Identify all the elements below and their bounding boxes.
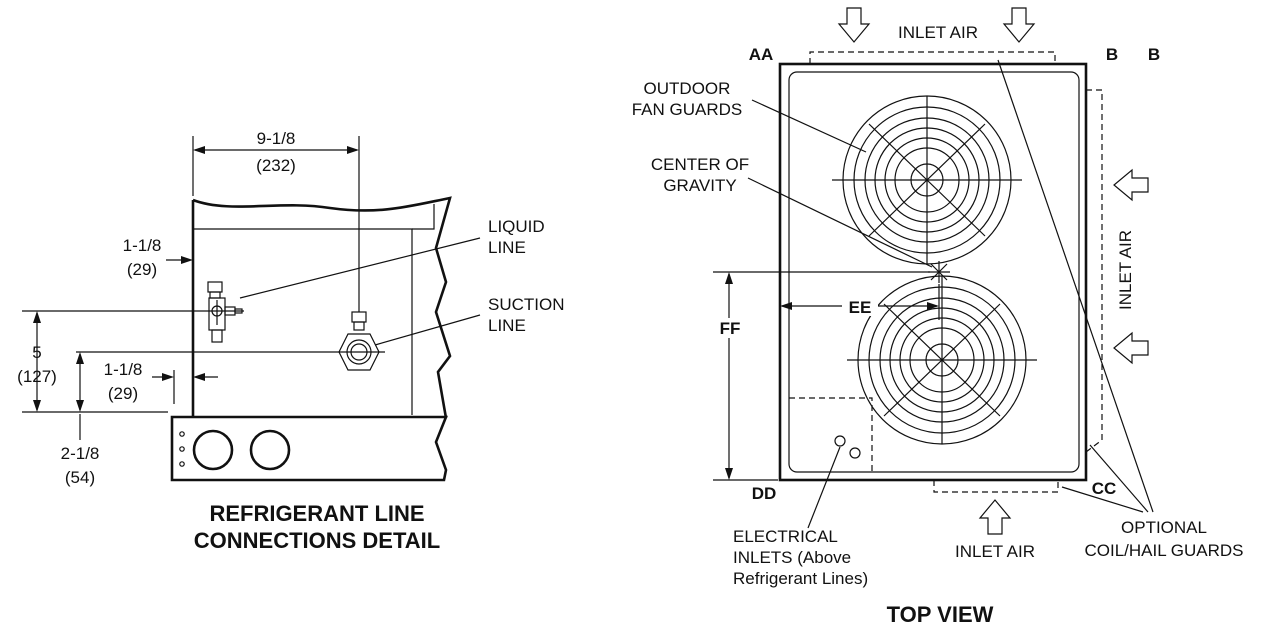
elec-label-2: INLETS (Above [733,548,851,567]
arrow-up-icon [978,499,1012,535]
arrow-down-icon [837,7,871,43]
electrical-inlets-callout: ELECTRICAL INLETS (Above Refrigerant Lin… [733,446,868,588]
suction-line-label-1: SUCTION [488,295,565,314]
elec-label-3: Refrigerant Lines) [733,569,868,588]
cog-label-2: GRAVITY [663,176,736,195]
dim-left-offset-mm: (29) [127,260,157,279]
top-view-title: TOP VIEW [887,602,994,627]
dim-lower-offset-mm: (29) [108,384,138,403]
liquid-line-label-1: LIQUID [488,217,545,236]
fan-guard-upper [832,95,1022,265]
cabinet-outline [170,196,452,482]
dim-height-value: 5 [32,343,41,362]
guards-label-2: COIL/HAIL GUARDS [1084,541,1243,560]
corner-aa-label: AA [749,45,774,64]
base-hole-2 [249,429,291,471]
dim-top-value: 9-1/8 [257,129,296,148]
dimension-lower-offset: 1-1/8 (29) [76,351,325,404]
top-view: FF EE INLET AIR INLET AIR INLET AIR [632,7,1244,627]
corner-b2-label: B [1148,45,1160,64]
center-of-gravity-callout: CENTER OF GRAVITY [651,155,933,268]
liquid-line-callout: LIQUID LINE [239,217,545,299]
dimension-height: 5 (127) [17,310,196,413]
detail-title-line-2: CONNECTIONS DETAIL [194,528,440,553]
guards-label-1: OPTIONAL [1121,518,1207,537]
dim-base-value: 2-1/8 [61,444,100,463]
center-of-gravity-marker [928,261,950,283]
dim-left-offset-value: 1-1/8 [123,236,162,255]
inlet-air-top: INLET AIR [837,7,1036,43]
fan-guards-callout: OUTDOOR FAN GUARDS [632,79,867,153]
dim-ee-label: EE [849,298,872,317]
dimension-left-offset: 1-1/8 (29) [123,236,193,279]
base-hole-1 [192,429,234,471]
arrow-left-icon [1113,168,1149,202]
suction-line-valve [325,232,385,371]
arrow-down-icon [1002,7,1036,43]
suction-line-label-2: LINE [488,316,526,335]
fan-guards-label-2: FAN GUARDS [632,100,743,119]
dimension-ff: FF [713,271,930,481]
inlet-air-bottom: INLET AIR [955,499,1035,561]
corner-b1-label: B [1106,45,1118,64]
cog-label-1: CENTER OF [651,155,749,174]
dimension-base: 2-1/8 (54) [61,352,100,487]
inlet-air-top-label: INLET AIR [898,23,978,42]
corner-cc-label: CC [1092,479,1117,498]
inlet-air-bottom-label: INLET AIR [955,542,1035,561]
dim-base-mm: (54) [65,468,95,487]
optional-guards-dashed [789,51,1103,493]
inlet-air-right: INLET AIR [1113,168,1149,365]
dimension-ee: EE [780,284,940,320]
dim-ff-label: FF [720,319,741,338]
arrow-left-icon [1113,331,1149,365]
fan-guard-lower [847,275,1037,445]
dim-top-mm: (232) [256,156,296,175]
fan-guards-label-1: OUTDOOR [644,79,731,98]
corner-dd-label: DD [752,484,777,503]
dimension-top: 9-1/8 (232) [192,129,360,232]
dim-height-mm: (127) [17,367,57,386]
elec-label-1: ELECTRICAL [733,527,838,546]
suction-line-callout: SUCTION LINE [374,295,565,346]
inlet-air-right-label: INLET AIR [1116,230,1135,310]
dim-lower-offset-value: 1-1/8 [104,360,143,379]
optional-guards-callout: OPTIONAL COIL/HAIL GUARDS [997,59,1244,560]
liquid-line-valve [196,281,244,343]
detail-title-line-1: REFRIGERANT LINE [209,501,424,526]
refrigerant-line-detail: 9-1/8 (232) 1-1/8 (29) 5 (127) [17,129,564,553]
liquid-line-label-2: LINE [488,238,526,257]
electrical-inlets [834,435,861,459]
